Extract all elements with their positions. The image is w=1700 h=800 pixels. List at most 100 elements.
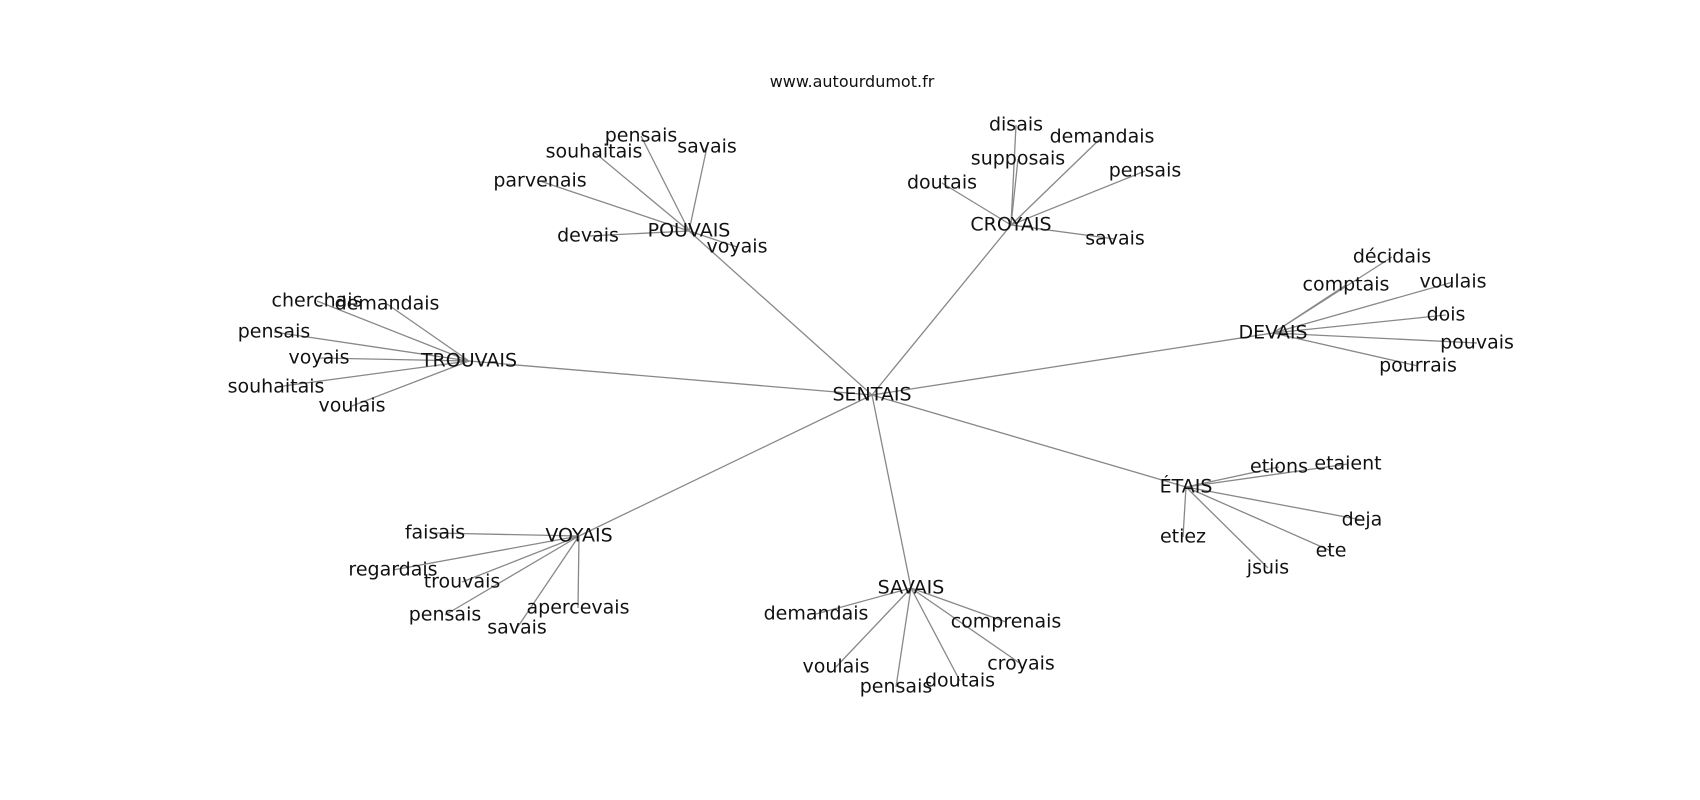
leaf-node: etions <box>1250 456 1308 478</box>
leaf-node: voulais <box>318 395 385 417</box>
edge-hub-to-leaf <box>444 535 580 616</box>
leaf-node: supposais <box>971 148 1065 170</box>
leaf-node: pensais <box>238 321 311 343</box>
site-watermark: www.autourdumot.fr <box>770 72 935 91</box>
leaf-node: dois <box>1427 304 1466 326</box>
leaf-node: demandais <box>335 293 440 315</box>
leaf-node: jsuis <box>1246 557 1289 579</box>
hub-node: SAVAIS <box>878 577 945 599</box>
leaf-node: pensais <box>860 676 933 698</box>
leaf-node: parvenais <box>493 170 586 192</box>
leaf-node: etaient <box>1314 453 1381 475</box>
edge-hub-to-leaf <box>461 535 580 583</box>
leaf-node: pensais <box>409 604 482 626</box>
edge-hub-to-leaf <box>539 180 690 232</box>
hub-node: POUVAIS <box>648 220 731 242</box>
edge-hub-to-leaf <box>910 587 1022 665</box>
edge-hub-to-leaf <box>1010 170 1146 226</box>
edge-hub-to-leaf <box>835 587 912 668</box>
edge-center-to-hub <box>578 394 873 537</box>
hub-node: VOYAIS <box>545 525 612 547</box>
leaf-node: demandais <box>1050 126 1155 148</box>
edge-hub-to-leaf <box>910 587 1007 623</box>
edge-hub-to-leaf <box>593 151 690 232</box>
edge-hub-to-leaf <box>1185 463 1349 488</box>
edge-hub-to-leaf <box>1272 332 1478 344</box>
edge-hub-to-leaf <box>1185 486 1332 552</box>
leaf-node: savais <box>487 617 547 639</box>
leaf-node: demandais <box>764 603 869 625</box>
leaf-node: décidais <box>1353 246 1431 268</box>
leaf-node: disais <box>989 114 1043 136</box>
edge-hub-to-leaf <box>1182 486 1187 538</box>
leaf-node: savais <box>677 136 737 158</box>
leaf-node: voulais <box>802 656 869 678</box>
leaf-node: regardais <box>348 559 437 581</box>
leaf-node: devais <box>557 225 619 247</box>
leaf-node: etiez <box>1160 526 1206 548</box>
edge-hub-to-leaf <box>1010 224 1116 240</box>
leaf-node: croyais <box>987 653 1055 675</box>
edge-hub-to-leaf <box>1010 124 1017 226</box>
edge-hub-to-leaf <box>1272 281 1454 334</box>
edge-hub-to-leaf <box>1272 314 1447 334</box>
leaf-node: ete <box>1316 540 1347 562</box>
edge-hub-to-leaf <box>351 360 470 407</box>
edge-hub-to-leaf <box>577 535 580 609</box>
center-node: SENTAIS <box>832 384 911 406</box>
leaf-node: pourrais <box>1379 355 1457 377</box>
leaf-node: trouvais <box>424 571 501 593</box>
edge-hub-to-leaf <box>1185 486 1269 569</box>
hub-node: ÉTAIS <box>1160 475 1213 498</box>
leaf-node: souhaitais <box>546 141 643 163</box>
leaf-node: pouvais <box>1440 332 1514 354</box>
leaf-node: deja <box>1342 509 1383 531</box>
edge-hub-to-leaf <box>640 135 690 232</box>
edge-hub-to-leaf <box>316 300 470 362</box>
hub-node: TROUVAIS <box>420 350 517 372</box>
edge-hub-to-leaf <box>392 535 580 571</box>
edge-hub-to-leaf <box>910 587 961 682</box>
leaf-node: apercevais <box>527 597 630 619</box>
leaf-node: comptais <box>1303 274 1390 296</box>
edge-hub-to-leaf <box>1272 332 1419 367</box>
graph-edges <box>273 124 1478 688</box>
leaf-node: cherchais <box>272 290 363 312</box>
leaf-node: souhaitais <box>228 376 325 398</box>
edge-center-to-hub <box>871 332 1274 396</box>
hub-node: CROYAIS <box>970 214 1051 236</box>
edge-hub-to-leaf <box>895 587 912 688</box>
hub-node: DEVAIS <box>1238 322 1307 344</box>
edge-hub-to-leaf <box>275 360 470 388</box>
leaf-node: voyais <box>289 347 350 369</box>
edge-hub-to-leaf <box>1010 136 1103 226</box>
leaf-node: comprenais <box>951 611 1062 633</box>
edge-hub-to-leaf <box>273 331 470 362</box>
leaf-node: voulais <box>1419 271 1486 293</box>
edge-hub-to-leaf <box>587 230 690 237</box>
leaf-node: voyais <box>707 236 768 258</box>
edge-center-to-hub <box>871 394 912 589</box>
edge-hub-to-leaf <box>688 146 708 232</box>
edge-hub-to-leaf <box>1010 158 1019 226</box>
edge-hub-to-leaf <box>1185 486 1363 521</box>
edge-hub-to-leaf <box>815 587 912 615</box>
leaf-node: faisais <box>405 522 465 544</box>
leaf-node: pensais <box>1109 160 1182 182</box>
edge-hub-to-leaf <box>688 230 738 248</box>
edge-hub-to-leaf <box>318 357 470 362</box>
edge-hub-to-leaf <box>434 532 580 537</box>
leaf-node: pensais <box>605 125 678 147</box>
edge-center-to-hub <box>468 360 873 396</box>
edge-hub-to-leaf <box>516 535 580 629</box>
leaf-node: savais <box>1085 228 1145 250</box>
edge-center-to-hub <box>688 230 873 396</box>
edge-hub-to-leaf <box>386 303 470 362</box>
edge-hub-to-leaf <box>1272 284 1347 334</box>
leaf-node: doutais <box>925 670 995 692</box>
edge-center-to-hub <box>871 224 1012 396</box>
leaf-node: doutais <box>907 172 977 194</box>
edge-hub-to-leaf <box>1185 466 1280 488</box>
